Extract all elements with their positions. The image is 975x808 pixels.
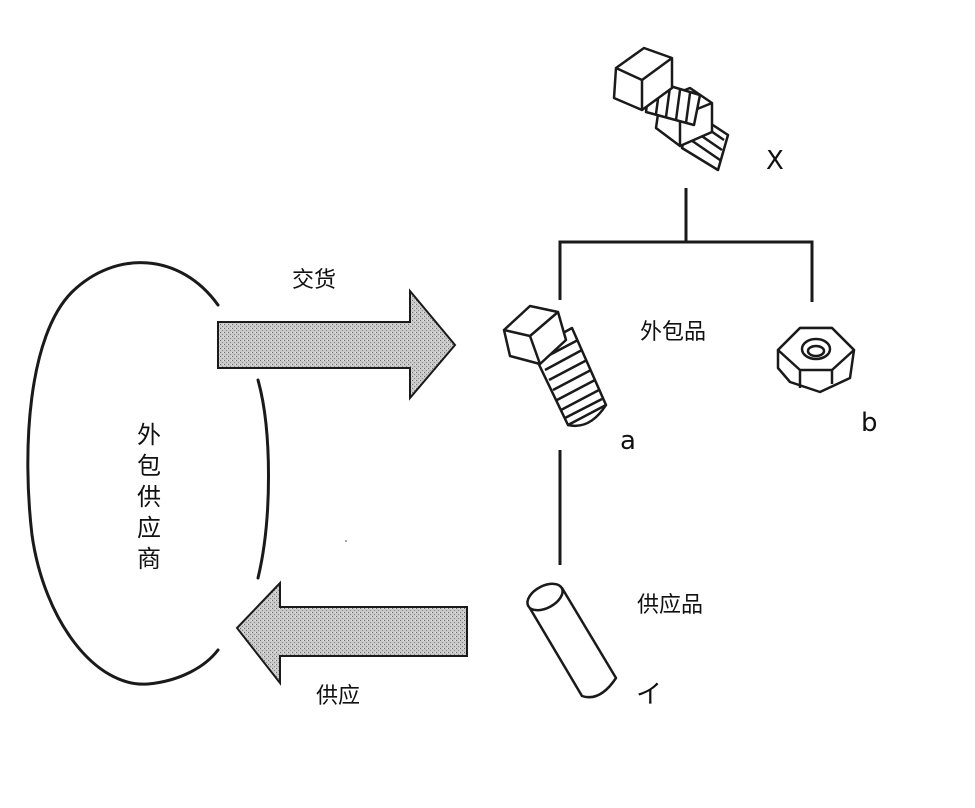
- bom-connectors: [558, 188, 814, 565]
- supplier-ellipse: [26, 261, 270, 686]
- supply-arrow: [235, 580, 468, 686]
- product-x-label: X: [766, 146, 784, 176]
- product-x-icon: [612, 46, 730, 172]
- part-a-label: a: [620, 426, 636, 456]
- part-i-rod-icon: [526, 582, 618, 699]
- part-i-label: イ: [636, 680, 663, 710]
- supplied-part-label: 供应品: [637, 593, 704, 618]
- supplier-label: 外包供应商: [137, 421, 161, 573]
- speck: [345, 540, 347, 542]
- supply-label: 供应: [316, 684, 361, 709]
- delivery-arrow: [217, 288, 457, 401]
- part-a-bolt-icon: [502, 304, 608, 428]
- part-b-nut-icon: [776, 326, 856, 394]
- part-b-label: b: [861, 408, 878, 438]
- delivery-label: 交货: [292, 268, 337, 293]
- outsourced-part-label: 外包品: [640, 320, 707, 345]
